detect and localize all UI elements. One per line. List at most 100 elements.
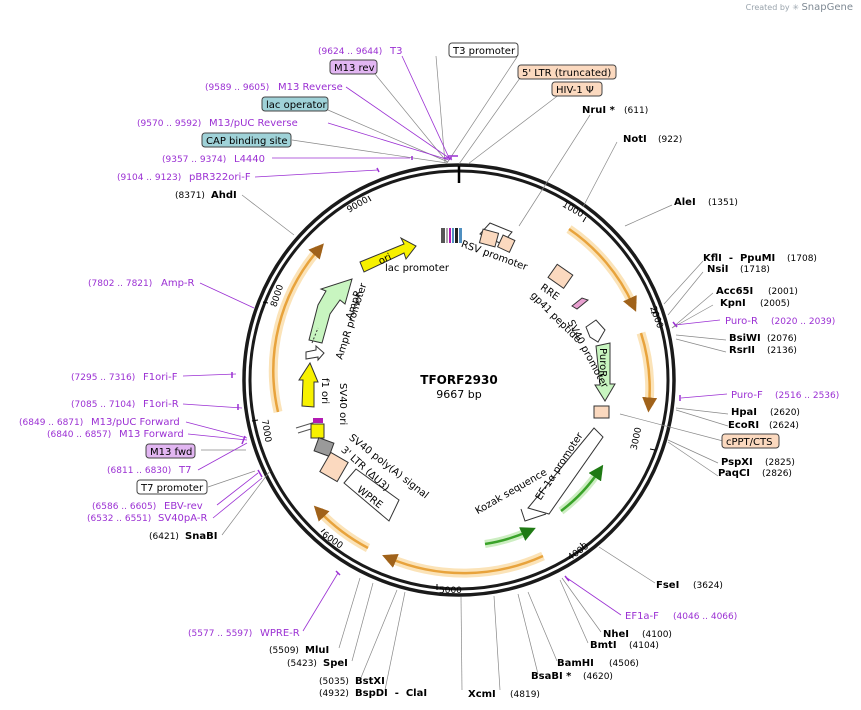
enzyme-xcmi[interactable]: XcmI [468, 689, 496, 700]
enzyme-ecori[interactable]: EcoRI [728, 420, 759, 431]
enzyme-hpai[interactable]: HpaI [731, 407, 757, 418]
primer-l4440[interactable]: L4440 [234, 154, 265, 165]
primer-ef1af[interactable]: EF1a-F [625, 611, 659, 622]
credit-brand: SnapGene [801, 2, 853, 13]
primer-f1orir[interactable]: F1ori-R [143, 399, 179, 410]
primer-puror-pos: (2020 .. 2039) [771, 317, 835, 327]
enzyme-spei[interactable]: SpeI [323, 658, 348, 669]
primer-t3[interactable]: T3 [389, 46, 402, 57]
enzyme-bamhi[interactable]: BamHI [557, 658, 594, 669]
puror-feature[interactable] [594, 342, 616, 402]
backbone-ticks [251, 195, 657, 590]
enzyme-alei[interactable]: AleI [674, 197, 696, 208]
primer-sv40par[interactable]: SV40pA-R [158, 513, 207, 524]
box-m13fwd[interactable]: M13 fwd [150, 447, 192, 458]
credit: Created by ✳ SnapGene [746, 2, 853, 13]
enzyme-bmti[interactable]: BmtI [590, 640, 617, 651]
enzyme-pspxi-pos: (2825) [765, 458, 795, 468]
primer-ebvrev[interactable]: EBV-rev [164, 501, 203, 512]
enzyme-noti[interactable]: NotI [623, 134, 647, 145]
primer-sv40par-pos: (6532 .. 6551) [87, 514, 151, 524]
primer-pbr322-pos: (9104 .. 9123) [117, 173, 181, 183]
primer-f1orir-pos: (7085 .. 7104) [71, 400, 135, 410]
f1-ori-feature[interactable] [298, 361, 319, 408]
box-t7-promoter[interactable]: T7 promoter [140, 483, 204, 494]
enzyme-ahdi[interactable]: AhdI [211, 190, 237, 201]
ori-feature[interactable] [359, 236, 417, 273]
box-t7-promoter-bg [136, 479, 208, 495]
primer-puror[interactable]: Puro-R [725, 316, 758, 327]
feature-sv40ori-label: SV40 ori [337, 383, 348, 425]
primer-l4440-pos: (9357 .. 9374) [162, 155, 226, 165]
box-m13fwd-bg [145, 443, 196, 459]
ef1a-promoter-feature[interactable] [527, 427, 604, 515]
primer-m13fwd[interactable]: M13 Forward [119, 429, 184, 440]
enzyme-bspdi-clai[interactable]: BspDI - ClaI [355, 688, 427, 699]
five-ltr-feature [478, 228, 500, 248]
primer-wprer[interactable]: WPRE-R [260, 628, 300, 639]
primer-pbr322[interactable]: pBR322ori-F [189, 172, 251, 183]
box-cap[interactable]: CAP binding site [206, 136, 288, 147]
enzyme-kfli-ppumi[interactable]: KflI - PpuMI [703, 253, 775, 264]
enzyme-bsabi[interactable]: BsaBI * [531, 671, 572, 682]
green-orf-arc [484, 527, 536, 546]
enzyme-pspxi[interactable]: PspXI [721, 457, 753, 468]
enzyme-ahdi-pos: (8371) [175, 191, 205, 201]
enzyme-acc65i[interactable]: Acc65I [716, 286, 753, 297]
enzyme-nsii-pos: (1718) [740, 265, 770, 275]
box-lac-operator[interactable]: lac operator [266, 100, 327, 111]
primer-m13fwd-pos: (6840 .. 6857) [47, 430, 111, 440]
primer-labels: (9624 .. 9644) T3 (9589 .. 9605) M13 Rev… [19, 46, 839, 639]
enzyme-paqci[interactable]: PaqCI [718, 468, 750, 479]
snapgene-logo-icon: ✳ [792, 3, 799, 12]
box-cppt[interactable]: cPPT/CTS [726, 437, 772, 448]
ampr-feature[interactable] [308, 278, 353, 344]
enzyme-nrui[interactable]: NruI * [582, 105, 616, 116]
primer-t7[interactable]: T7 [178, 465, 191, 476]
primer-m13pucfwd-pos: (6849 .. 6871) [19, 418, 83, 428]
box-hivpsi[interactable]: HIV-1 Ψ [556, 85, 594, 96]
enzyme-nsii[interactable]: NsiI [707, 264, 728, 275]
enzyme-rsrii-pos: (2136) [767, 346, 797, 356]
box-lac-operator-bg [261, 96, 329, 112]
tick-3000: 3000 [630, 426, 645, 451]
primer-ampr[interactable]: Amp-R [161, 278, 195, 289]
enzyme-bsiwi[interactable]: BsiWI [729, 333, 761, 344]
orf-arc [382, 554, 544, 575]
enzyme-xcmi-pos: (4819) [510, 690, 540, 700]
three-ltr-feature[interactable] [319, 451, 349, 483]
enzyme-kpni[interactable]: KpnI [720, 298, 746, 309]
primer-f1orif[interactable]: F1ori-F [143, 372, 178, 383]
primer-purof[interactable]: Puro-F [731, 390, 763, 401]
credit-prefix: Created by [745, 3, 790, 12]
box-cppt-bg [721, 433, 780, 449]
primer-m13pucrev[interactable]: M13/pUC Reverse [209, 118, 298, 129]
enzyme-rsrii[interactable]: RsrII [729, 345, 755, 356]
box-m13rev[interactable]: M13 rev [334, 63, 375, 74]
enzyme-bstxi[interactable]: BstXI [355, 676, 385, 687]
primer-ampr-pos: (7802 .. 7821) [88, 279, 152, 289]
enzyme-nhei[interactable]: NheI [603, 629, 629, 640]
primer-m13rev[interactable]: M13 Reverse [278, 82, 343, 93]
box-hivpsi-bg [551, 81, 603, 97]
green-orf-arc [560, 464, 604, 512]
primer-m13pucfwd[interactable]: M13/pUC Forward [91, 417, 180, 428]
tick-5000: 5000 [439, 586, 462, 596]
enzyme-noti-pos: (922) [658, 135, 682, 145]
primer-f1orif-pos: (7295 .. 7316) [71, 373, 135, 383]
enzyme-mlui[interactable]: MluI [305, 645, 329, 656]
enzyme-alei-pos: (1351) [708, 198, 738, 208]
boxed-labels: T3 promoter M13 rev lac operator CAP bin… [136, 42, 780, 495]
box-5ltr[interactable]: 5' LTR (truncated) [522, 68, 611, 79]
box-t3-promoter[interactable]: T3 promoter [452, 46, 516, 57]
tick-7000: 7000 [259, 419, 273, 444]
sv40-polya-feature [310, 423, 325, 439]
enzyme-bstxi-pos: (5035) [319, 677, 349, 687]
box-5ltr-bg [517, 64, 617, 80]
box-cap-bg [201, 132, 292, 148]
enzyme-fsei[interactable]: FseI [656, 580, 679, 591]
wpre-feature[interactable] [343, 468, 400, 522]
enzyme-snabi[interactable]: SnaBI [185, 531, 217, 542]
